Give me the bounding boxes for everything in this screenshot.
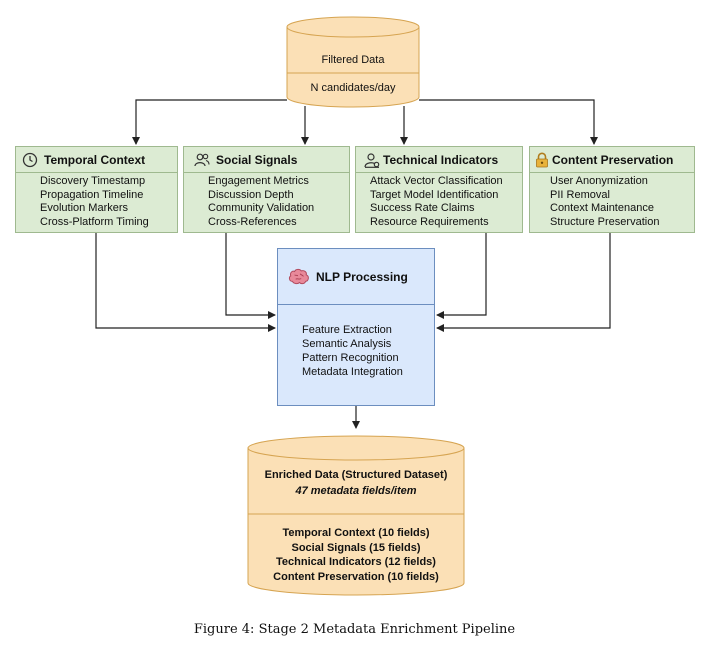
list-item: Cross-Platform Timing <box>40 215 149 228</box>
nlp-processing-list: Feature Extraction Semantic Analysis Pat… <box>302 323 403 379</box>
list-item: Cross-References <box>208 215 297 228</box>
list-item: Structure Preservation <box>550 215 660 228</box>
list-item: Discussion Depth <box>208 188 294 201</box>
content-preservation-header: Content Preservation <box>530 147 694 173</box>
social-signals-title: Social Signals <box>216 152 298 167</box>
user-gear-icon <box>364 152 380 168</box>
temporal-context-title: Temporal Context <box>44 152 146 167</box>
nlp-processing-box: NLP Processing Feature Extraction Semant… <box>277 248 435 406</box>
list-item: Community Validation <box>208 202 315 214</box>
list-item: Propagation Timeline <box>40 188 144 201</box>
field-item: Social Signals (15 fields) <box>291 541 421 554</box>
technical-indicators-header: Technical Indicators <box>356 147 522 173</box>
nlp-processing-header: NLP Processing <box>278 249 434 305</box>
content-preservation-box: Content Preservation User Anonymization … <box>529 146 695 233</box>
filtered-data-title: Filtered Data <box>321 54 385 66</box>
temporal-context-header: Temporal Context <box>16 147 177 173</box>
list-item: Context Maintenance <box>550 202 654 214</box>
technical-indicators-box: Technical Indicators Attack Vector Class… <box>355 146 523 233</box>
list-item: User Anonymization <box>550 175 648 187</box>
filtered-data-cylinder <box>286 16 420 108</box>
brain-icon <box>288 268 309 284</box>
field-item: Technical Indicators (12 fields) <box>276 556 436 568</box>
field-item: Temporal Context (10 fields) <box>282 527 430 539</box>
enriched-data-subtitle: 47 metadata fields/item <box>295 485 417 497</box>
technical-indicators-title: Technical Indicators <box>383 152 499 167</box>
social-signals-box: Social Signals Engagement Metrics Discus… <box>183 146 350 233</box>
filtered-data-subtitle: N candidates/day <box>310 82 396 94</box>
social-signals-header: Social Signals <box>184 147 349 173</box>
list-item: Engagement Metrics <box>208 175 309 187</box>
temporal-context-box: Temporal Context Discovery Timestamp Pro… <box>15 146 178 233</box>
list-item: Success Rate Claims <box>370 202 475 214</box>
list-item: PII Removal <box>550 188 610 201</box>
list-item: Feature Extraction <box>302 324 392 336</box>
content-preservation-title: Content Preservation <box>552 152 674 167</box>
list-item: Target Model Identification <box>370 188 499 201</box>
list-item: Attack Vector Classification <box>370 175 503 187</box>
list-item: Discovery Timestamp <box>40 175 146 187</box>
list-item: Resource Requirements <box>370 215 489 228</box>
fanout-connectors <box>132 99 598 145</box>
enriched-data-cylinder <box>247 435 465 596</box>
list-item: Semantic Analysis <box>302 338 392 350</box>
clock-icon <box>22 152 38 167</box>
content-preservation-list: User Anonymization PII Removal Context M… <box>550 175 659 229</box>
list-item: Pattern Recognition <box>302 352 399 364</box>
figure-caption: Figure 4: Stage 2 Metadata Enrichment Pi… <box>193 622 516 637</box>
list-item: Evolution Markers <box>40 202 129 214</box>
people-icon <box>194 153 210 166</box>
temporal-context-list: Discovery Timestamp Propagation Timeline… <box>40 175 149 229</box>
field-item: Content Preservation (10 fields) <box>273 570 439 583</box>
lock-icon <box>536 152 548 167</box>
enriched-data-title: Enriched Data (Structured Dataset) <box>264 469 448 481</box>
nlp-processing-title: NLP Processing <box>316 269 408 284</box>
enriched-fields-list: Temporal Context (10 fields) Social Sign… <box>248 526 464 584</box>
technical-indicators-list: Attack Vector Classification Target Mode… <box>370 175 503 229</box>
list-item: Metadata Integration <box>302 366 403 378</box>
social-signals-list: Engagement Metrics Discussion Depth Comm… <box>208 175 314 229</box>
converge-connectors <box>95 233 611 429</box>
